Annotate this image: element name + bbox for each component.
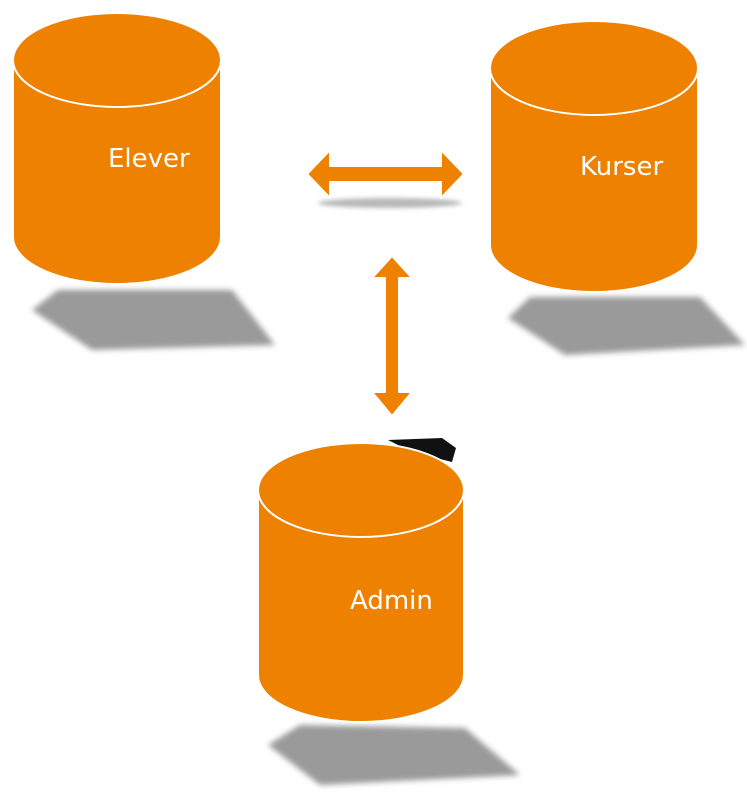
elever-label: Elever (108, 144, 190, 174)
vertical-arrow-shadow (388, 438, 456, 462)
database-admin (257, 442, 465, 723)
elever-cylinder-top (12, 12, 222, 108)
kurser-label: Kurser (580, 152, 664, 182)
kurser-admin-arrow (371, 255, 413, 417)
database-elever (12, 12, 222, 285)
elever-shadow (32, 290, 275, 350)
kurser-shadow (508, 297, 745, 355)
kurser-cylinder-body (489, 67, 699, 293)
elever-kurser-arrow (306, 149, 465, 199)
admin-shadow (268, 725, 520, 785)
database-kurser (489, 20, 699, 293)
kurser-cylinder-top (489, 20, 699, 116)
elever-cylinder-body (12, 59, 222, 285)
horizontal-arrow-shadow (318, 198, 462, 208)
admin-cylinder-top (257, 442, 465, 538)
admin-cylinder-body (257, 489, 465, 723)
admin-label: Admin (350, 586, 433, 616)
